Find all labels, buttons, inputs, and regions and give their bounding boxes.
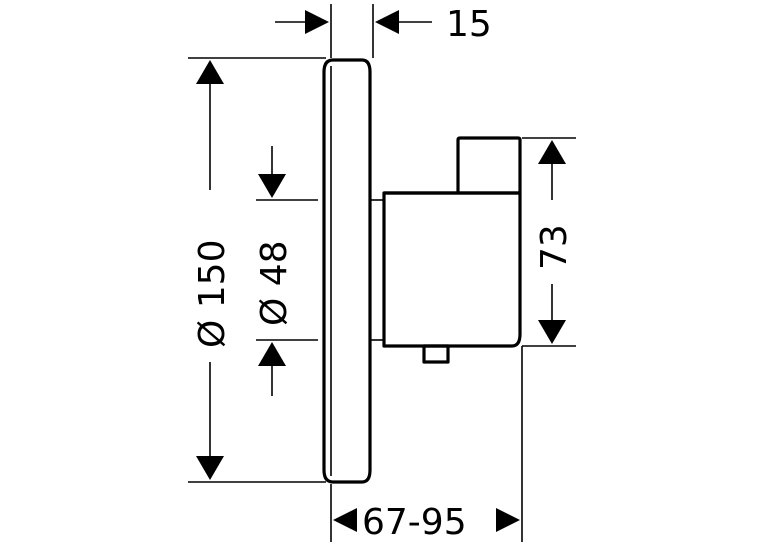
dimension-wall-distance: 15 xyxy=(275,4,492,58)
wall-distance-label: 15 xyxy=(446,4,492,45)
dimension-body-height: 73 xyxy=(522,137,576,347)
arrow-up-icon xyxy=(538,140,566,164)
thermostat-body xyxy=(382,191,522,348)
arrow-right-icon xyxy=(496,508,520,532)
plate-diameter-label: Ø 150 xyxy=(192,240,233,349)
dimension-plate-diameter: Ø 150 xyxy=(188,57,326,483)
body-height-label: 73 xyxy=(534,224,575,270)
bottom-outlet xyxy=(422,344,450,364)
arrow-down-icon xyxy=(538,320,566,344)
arrow-left-icon xyxy=(375,10,399,34)
dimension-center-diameter: Ø 48 xyxy=(254,146,318,396)
arrow-up-icon xyxy=(258,342,286,366)
arrow-left-icon xyxy=(333,508,357,532)
product-outline xyxy=(322,58,522,484)
body-connector xyxy=(369,199,385,341)
cover-plate xyxy=(322,58,372,484)
arrow-up-icon xyxy=(196,60,224,84)
arrow-down-icon xyxy=(196,456,224,480)
arrow-right-icon xyxy=(305,10,329,34)
top-knob xyxy=(456,136,522,193)
depth-range-label: 67-95 xyxy=(362,502,467,543)
dimension-depth-range: 67-95 xyxy=(330,346,523,543)
center-diameter-label: Ø 48 xyxy=(254,240,295,326)
arrow-down-icon xyxy=(258,174,286,198)
